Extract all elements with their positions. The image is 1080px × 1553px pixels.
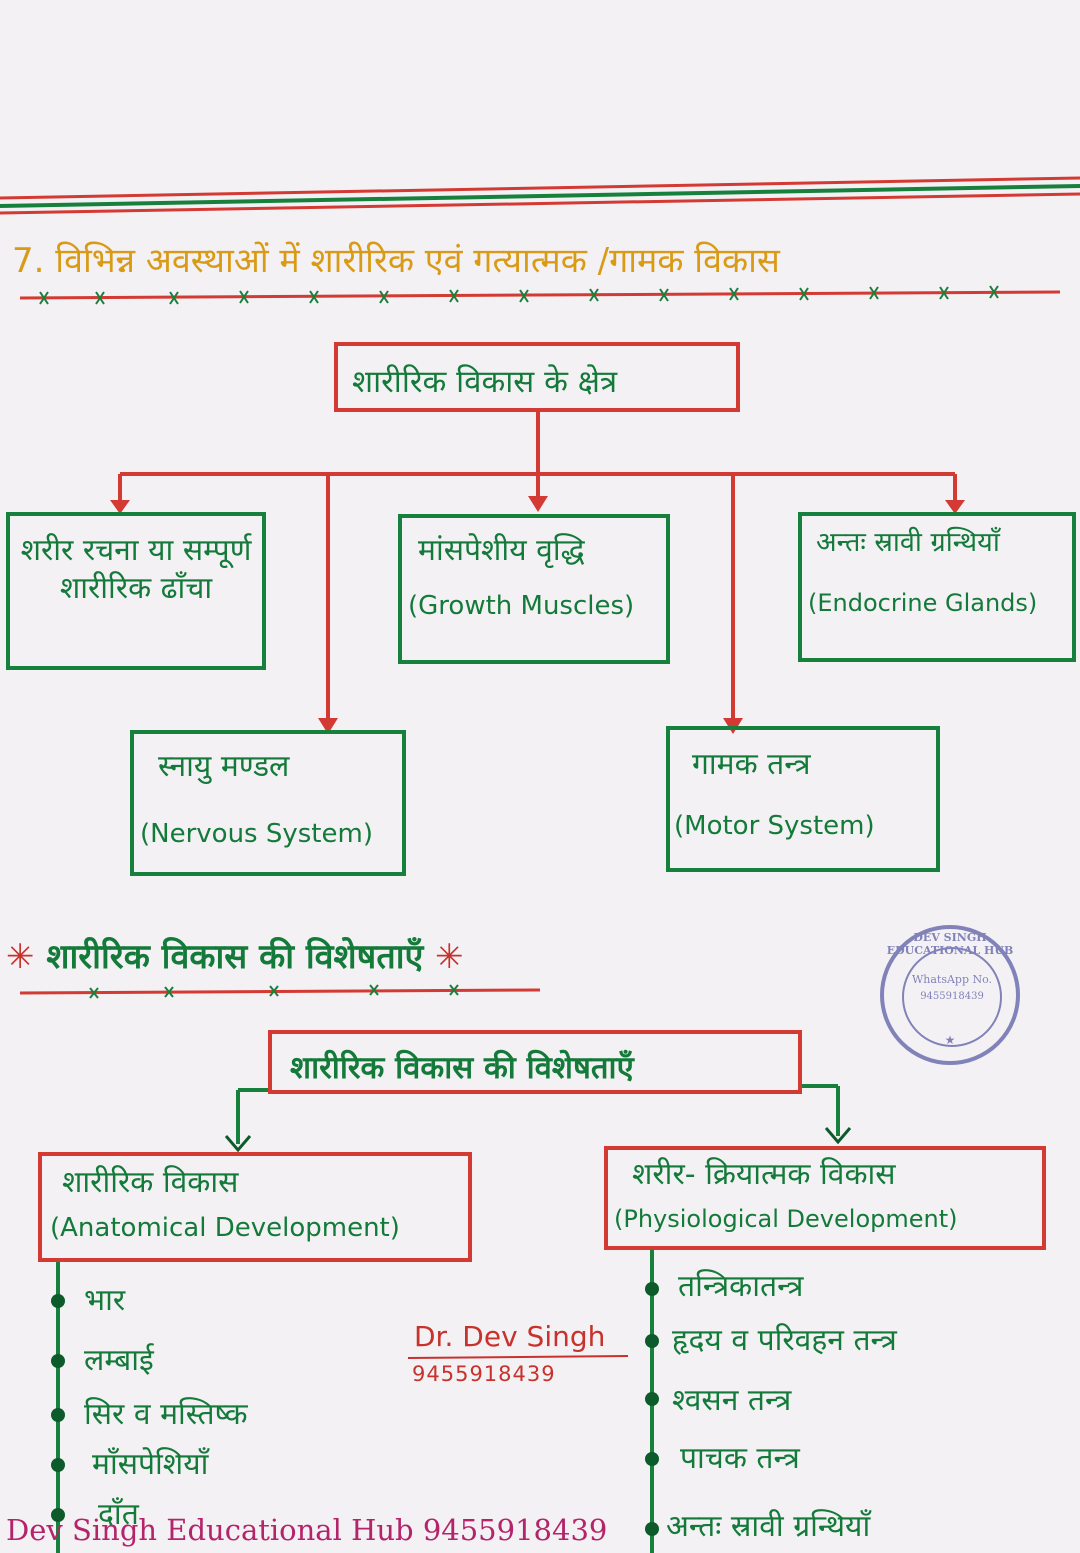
section2-heading: ✳ शारीरिक विकास की विशेषताएँ ✳ [6, 932, 464, 978]
root-box-development-areas: शारीरिक विकास के क्षेत्र [334, 342, 740, 412]
list-item: हृदय व परिवहन तन्त्र [672, 1323, 897, 1358]
watermark-text: Dev Singh Educational Hub 9455918439 [6, 1513, 608, 1547]
list-item: श्वसन तन्त्र [672, 1383, 792, 1418]
stamp-ring-text: DEV SINGH EDUCATIONAL HUB [886, 931, 1014, 957]
box-nervous-system: स्नायु मण्डल (Nervous System) [130, 730, 406, 876]
bullet-icon [51, 1508, 65, 1522]
list-item: तन्त्रिकातन्त्र [678, 1269, 804, 1304]
stamp-inner-ring [902, 947, 1002, 1047]
bullet-icon [51, 1458, 65, 1472]
stamp-phone: 9455918439 [920, 991, 984, 1002]
bullet-icon [645, 1282, 659, 1296]
characteristics-root-label: शारीरिक विकास की विशेषताएँ [290, 1050, 634, 1086]
list-item: पाचक तन्त्र [680, 1441, 800, 1476]
box-motor-system: गामक तन्त्र (Motor System) [666, 726, 940, 872]
root-box-label: शारीरिक विकास के क्षेत्र [352, 364, 618, 400]
list-item: अन्तः स्रावी ग्रन्थियाँ [666, 1509, 871, 1544]
nervous-english-label: (Nervous System) [140, 819, 373, 849]
section2-heading-text: शारीरिक विकास की विशेषताएँ [46, 937, 424, 977]
list-item: माँसपेशियाँ [92, 1447, 209, 1482]
signature-name: Dr. Dev Singh [414, 1320, 606, 1353]
heading-star-icon: ✳ [435, 937, 464, 977]
list-item: लम्बाई [84, 1343, 154, 1378]
box-body-structure: शरीर रचना या सम्पूर्ण शारीरिक ढाँचा [6, 512, 266, 670]
anatomical-english-label: (Anatomical Development) [50, 1213, 400, 1243]
box-physiological-development: शरीर- क्रियात्मक विकास (Physiological De… [604, 1146, 1046, 1250]
motor-hindi-label: गामक तन्त्र [692, 747, 811, 782]
root-box-characteristics: शारीरिक विकास की विशेषताएँ [268, 1030, 802, 1094]
muscle-hindi-label: मांसपेशीय वृद्धि [418, 533, 585, 568]
bullet-icon [51, 1408, 65, 1422]
signature-phone: 9455918439 [412, 1362, 556, 1386]
bullet-icon [645, 1334, 659, 1348]
physiological-hindi-label: शरीर- क्रियात्मक विकास [632, 1157, 896, 1192]
anatomical-hindi-label: शारीरिक विकास [62, 1165, 239, 1200]
bullet-icon [645, 1522, 659, 1536]
box-endocrine-glands: अन्तः स्रावी ग्रन्थियाँ (Endocrine Gland… [798, 512, 1076, 662]
physiological-english-label: (Physiological Development) [614, 1205, 958, 1233]
list-item: दाँत [98, 1497, 139, 1532]
nervous-hindi-label: स्नायु मण्डल [158, 749, 290, 784]
educational-hub-stamp: DEV SINGH EDUCATIONAL HUB WhatsApp No. 9… [880, 925, 1020, 1065]
heading-text: विभिन्न अवस्थाओं में शारीरिक एवं गत्यात्… [55, 241, 780, 281]
heading-star-icon: ✳ [6, 937, 35, 977]
bullet-icon [645, 1452, 659, 1466]
bullet-icon [51, 1294, 65, 1308]
section-heading: 7. विभिन्न अवस्थाओं में शारीरिक एवं गत्य… [12, 236, 780, 282]
list-item: सिर व मस्तिष्क [84, 1397, 248, 1432]
box-growth-muscles: मांसपेशीय वृद्धि (Growth Muscles) [398, 514, 670, 664]
endocrine-english-label: (Endocrine Glands) [808, 589, 1038, 617]
list-item: भार [84, 1283, 126, 1318]
body-structure-label: शरीर रचना या सम्पूर्ण शारीरिक ढाँचा [20, 533, 252, 606]
motor-english-label: (Motor System) [674, 811, 875, 841]
box-anatomical-development: शारीरिक विकास (Anatomical Development) [38, 1152, 472, 1262]
stamp-whatsapp-label: WhatsApp No. [911, 973, 993, 986]
bullet-icon [645, 1392, 659, 1406]
endocrine-hindi-label: अन्तः स्रावी ग्रन्थियाँ [816, 527, 1000, 558]
stamp-star-icon: ★ [944, 1033, 956, 1047]
muscle-english-label: (Growth Muscles) [408, 591, 635, 621]
heading-number: 7. [12, 241, 45, 281]
bullet-icon [51, 1354, 65, 1368]
